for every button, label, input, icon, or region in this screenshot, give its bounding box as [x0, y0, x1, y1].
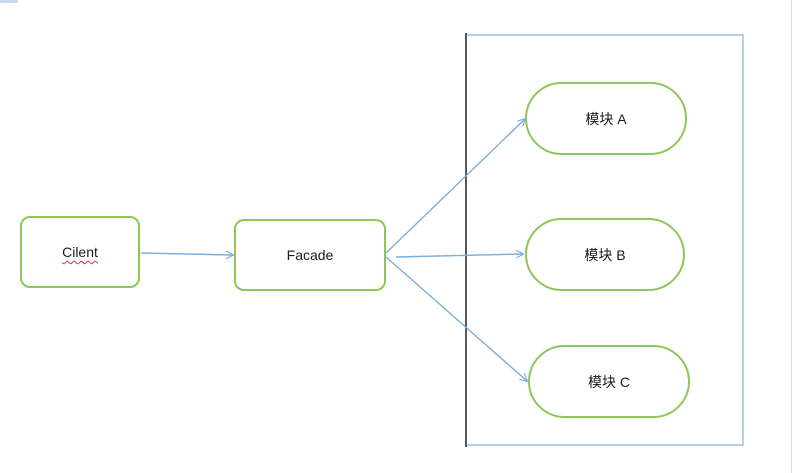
module-c-label-box: 模块 C [529, 346, 689, 417]
client-node [20, 216, 140, 288]
facade-node [234, 219, 386, 291]
corner-mark [0, 0, 18, 3]
module-c-label: 模块 C [588, 373, 630, 390]
arrow-facade-to-module-b [395, 254, 523, 257]
module-a-label: 模块 A [585, 110, 627, 127]
arrow-client-to-facade [140, 253, 233, 255]
module-b-node [525, 218, 685, 291]
client-label-box: Cilent [21, 217, 139, 287]
client-label: Cilent [62, 244, 98, 260]
facade-label: Facade [286, 247, 334, 263]
module-b-label-box: 模块 B [526, 219, 684, 290]
arrow-facade-to-module-c [385, 256, 527, 381]
arrow-facade-to-module-a [385, 119, 525, 254]
module-b-label: 模块 B [584, 246, 626, 263]
module-a-label-box: 模块 A [526, 83, 686, 154]
facade-label-box: Facade [235, 220, 385, 290]
module-c-node [528, 345, 690, 418]
